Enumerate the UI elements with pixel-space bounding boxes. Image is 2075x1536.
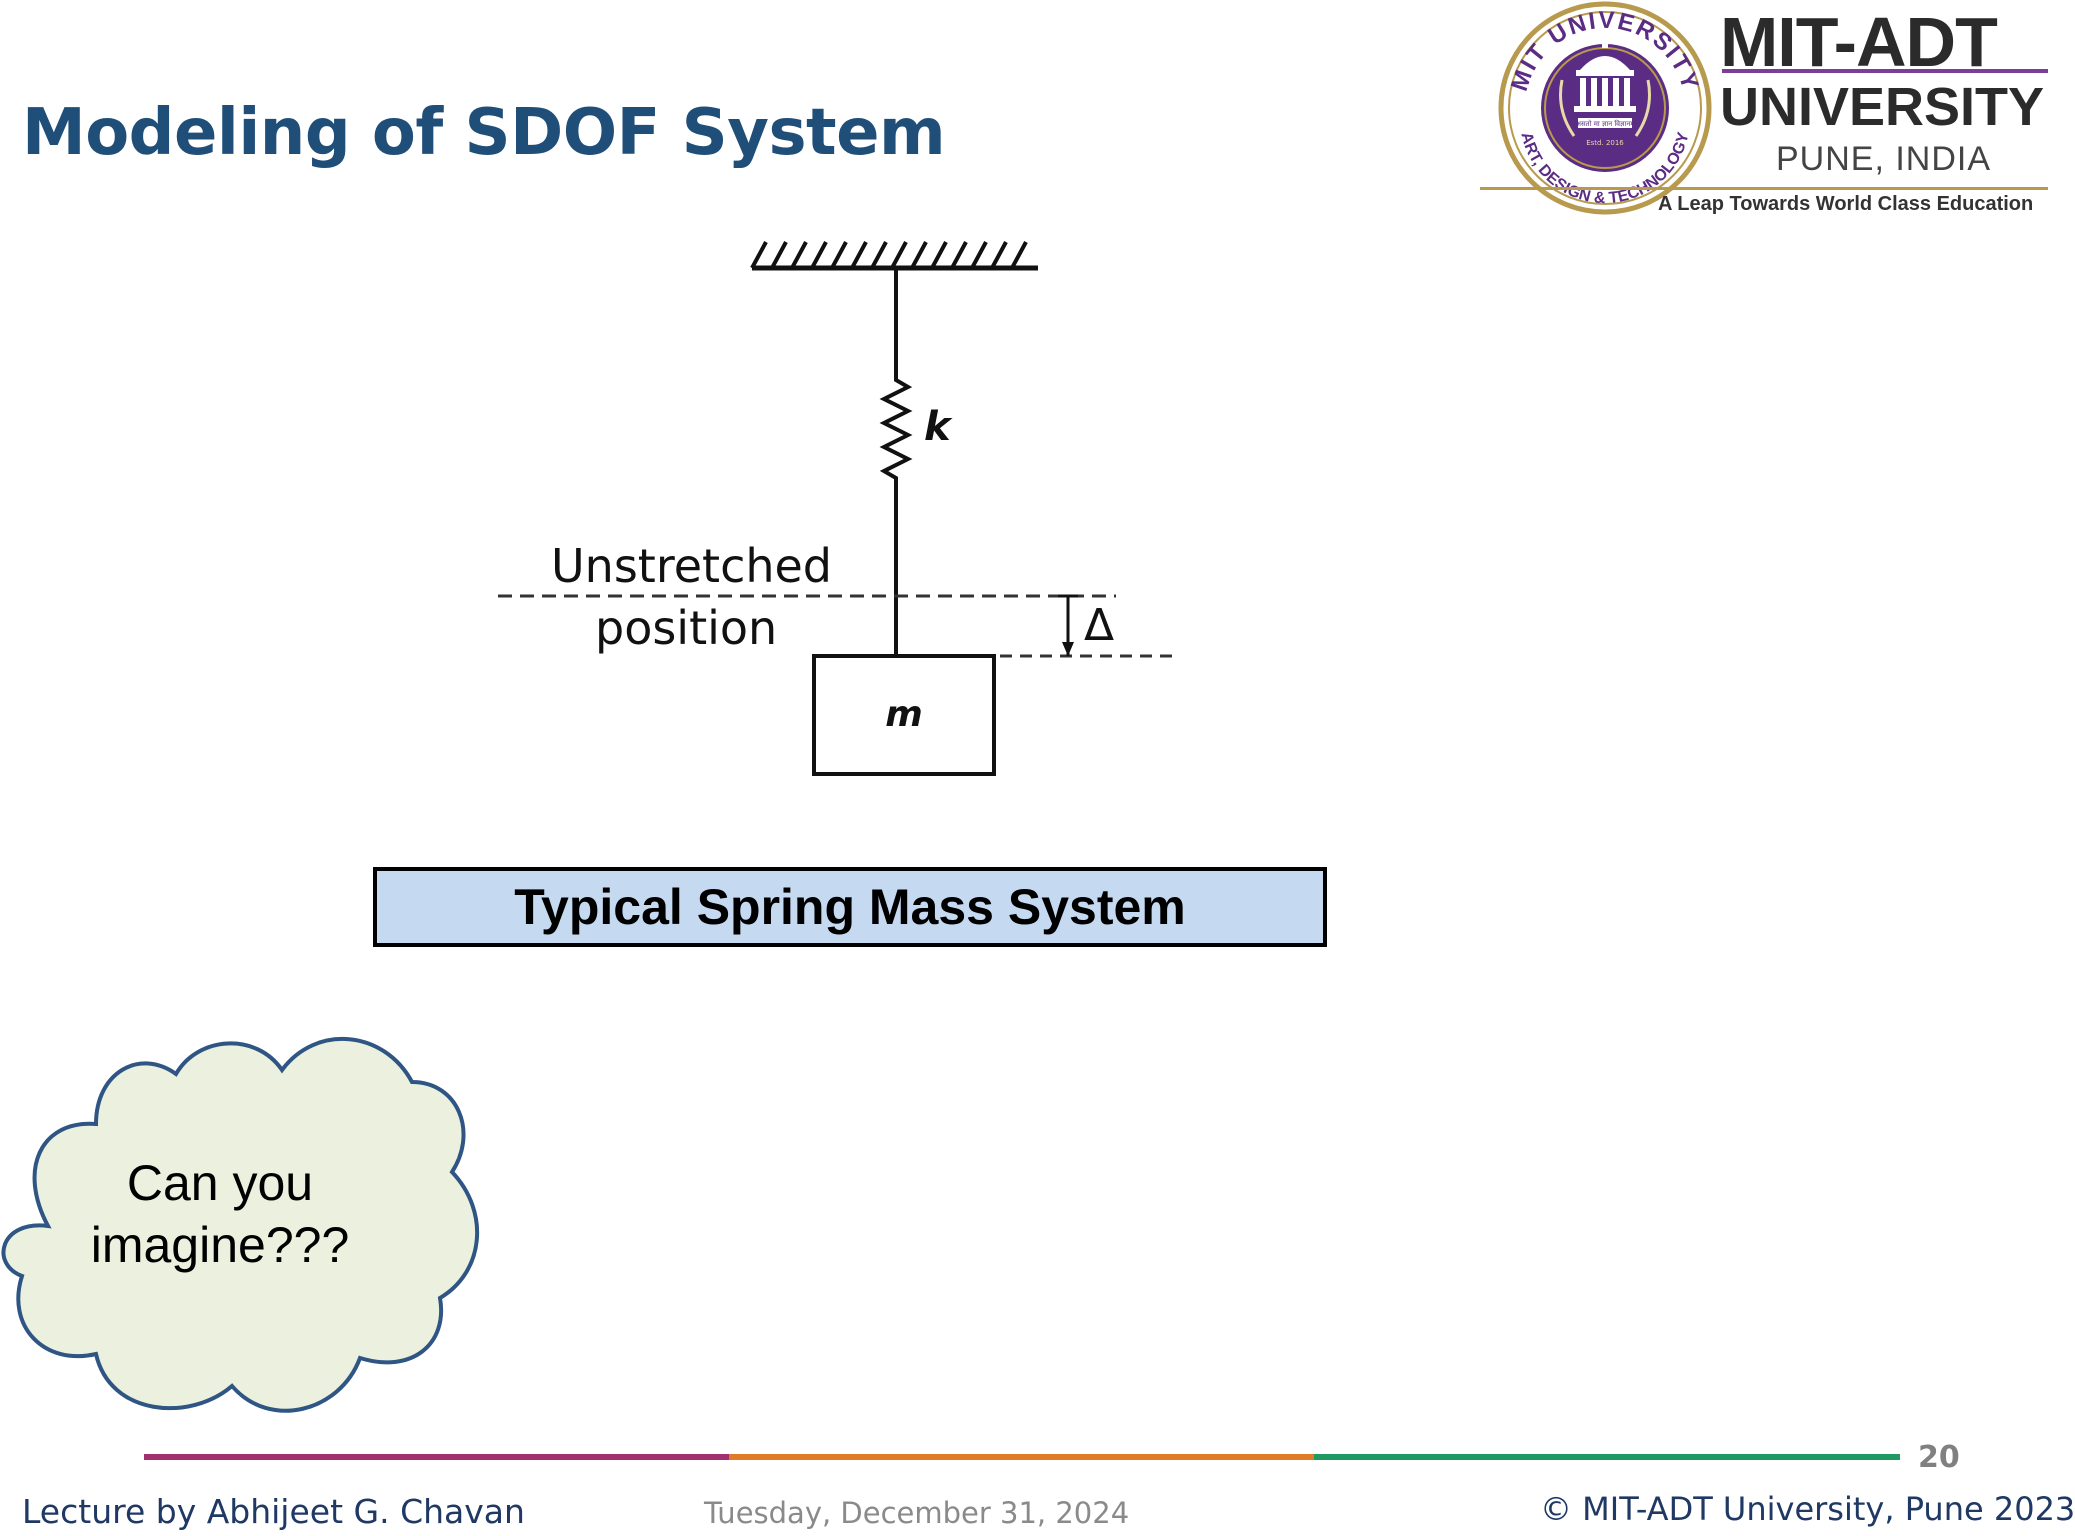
footer-rule — [144, 1454, 1900, 1460]
deflection-arrowhead — [1062, 642, 1074, 656]
thought-cloud — [1, 1037, 480, 1413]
logo-name: MIT-ADT — [1720, 3, 1998, 81]
footer-date: Tuesday, December 31, 2024 — [704, 1496, 1130, 1530]
logo-underline — [1480, 187, 2048, 190]
footer-copyright: © MIT-ADT University, Pune 2023 — [1540, 1490, 2075, 1528]
mass-label: m — [885, 694, 923, 735]
spring-mass-diagram: k Unstretched position Δ m — [498, 241, 1180, 776]
university-seal-icon: ॥ असतो मा ज्ञान विज्ञानम् ॥ Estd. 2016 M… — [1498, 1, 1712, 215]
logo-divider — [1722, 69, 2048, 73]
mass-block — [812, 654, 996, 776]
position-label: position — [595, 601, 777, 655]
page-number: 20 — [1918, 1440, 1960, 1475]
slide-title: Modeling of SDOF System — [22, 96, 946, 170]
deflection-label: Δ — [1084, 600, 1114, 651]
spring-label: k — [924, 404, 953, 450]
seal-motto: ॥ असतो मा ज्ञान विज्ञानम् ॥ — [1569, 119, 1641, 128]
spring — [879, 270, 913, 656]
university-logo: ॥ असतो मा ज्ञान विज्ञानम् ॥ Estd. 2016 M… — [1480, 0, 2048, 225]
caption-text: Typical Spring Mass System — [514, 879, 1186, 935]
logo-tagline: A Leap Towards World Class Education — [1658, 193, 2034, 215]
seal-estd: Estd. 2016 — [1586, 139, 1624, 147]
unstretched-label: Unstretched — [551, 539, 832, 593]
footer-lecturer: Lecture by Abhijeet G. Chavan — [22, 1492, 525, 1531]
logo-university: UNIVERSITY — [1720, 77, 2045, 137]
caption-box: Typical Spring Mass System — [373, 867, 1327, 947]
logo-city: PUNE, INDIA — [1776, 140, 1992, 178]
ceiling-hatching — [750, 241, 1028, 269]
